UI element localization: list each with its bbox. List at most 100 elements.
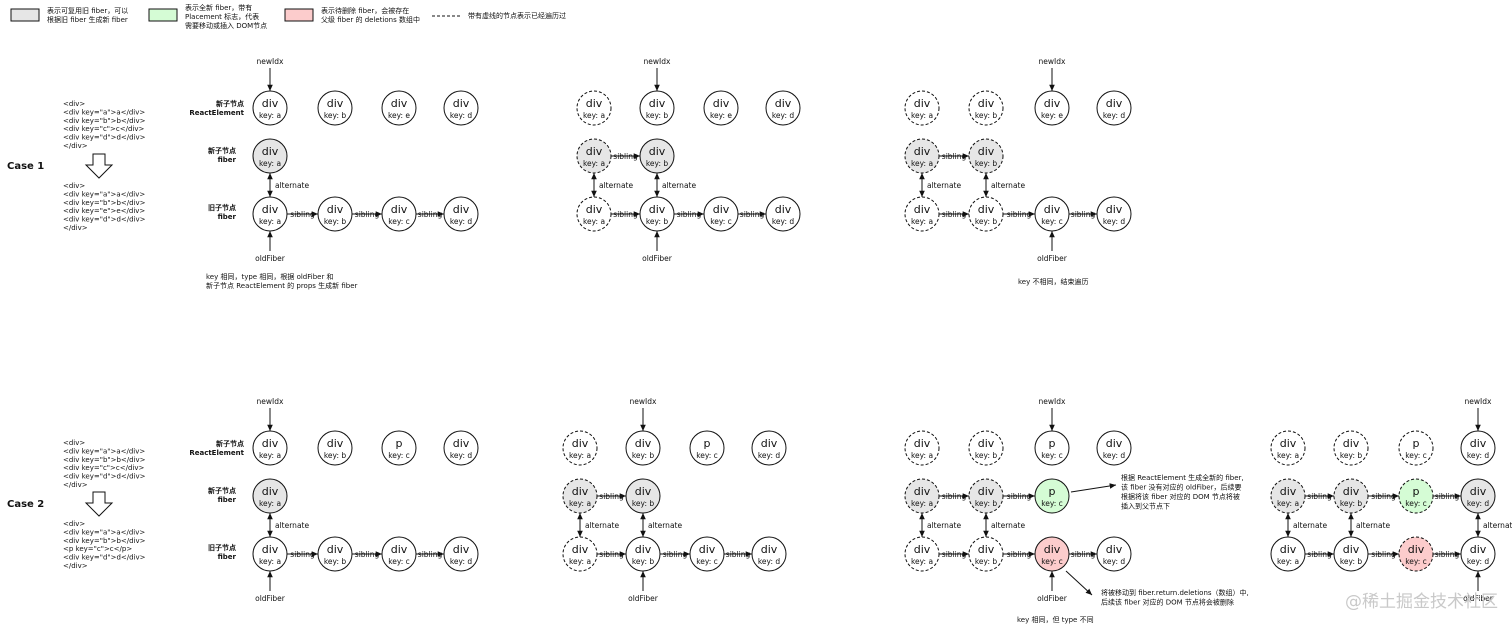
row-label-new-element: 新子节点 (216, 439, 244, 448)
row-label-new-fiber: fiber (218, 156, 237, 164)
node-type-label: div (1343, 437, 1360, 450)
node-type-label: div (914, 145, 931, 158)
node-type-label: div (572, 543, 589, 556)
node-type-label: div (1044, 543, 1061, 556)
node-key-label: key: a (583, 217, 605, 226)
sibling-label: sibling (1435, 550, 1460, 559)
node-type-label: div (1044, 203, 1061, 216)
sibling-label: sibling (1007, 492, 1032, 501)
node-key-label: key: e (388, 111, 410, 120)
old-fiber-label: oldFiber (642, 254, 673, 263)
fiber-node-p-c (1398, 430, 1434, 466)
node-key-label: key: d (772, 111, 794, 120)
case1-note: 新子节点 ReactElement 的 props 生成新 fiber (206, 281, 358, 290)
node-type-label: div (775, 97, 792, 110)
node-type-label: div (391, 97, 408, 110)
fiber-node-div-a (252, 90, 288, 126)
node-type-label: div (391, 203, 408, 216)
alternate-label: alternate (275, 181, 309, 190)
node-key-label: key: a (259, 499, 281, 508)
node-type-label: div (586, 203, 603, 216)
node-key-label: key: a (911, 111, 933, 120)
node-key-label: key: c (388, 557, 410, 566)
node-key-label: key: c (1405, 499, 1427, 508)
node-key-label: key: b (1340, 557, 1362, 566)
node-key-label: key: a (1277, 499, 1299, 508)
node-key-label: key: c (388, 451, 410, 460)
node-key-label: key: a (911, 159, 933, 168)
fiber-node-div-d (1096, 430, 1132, 466)
node-key-label: key: a (259, 217, 281, 226)
alternate-label: alternate (585, 521, 619, 530)
node-type-label: div (1343, 543, 1360, 556)
sibling-label: sibling (942, 550, 967, 559)
fiber-node-p-c (1034, 430, 1070, 466)
alternate-label: alternate (1483, 521, 1512, 530)
new-idx-label: newIdx (1039, 57, 1066, 66)
code-before: <div> (63, 100, 85, 108)
legend-dashed-text: 带有虚线的节点表示已经遍历过 (468, 11, 566, 20)
node-key-label: key: a (583, 159, 605, 168)
code-before: <div key="c">c</div> (63, 125, 144, 133)
node-type-label: div (572, 437, 589, 450)
node-type-label: div (914, 437, 931, 450)
alternate-label: alternate (927, 521, 961, 530)
row-label-new-fiber: fiber (218, 496, 237, 504)
case2-note: key 相同，但 type 不同 (1017, 615, 1094, 624)
sibling-label: sibling (1007, 550, 1032, 559)
node-key-label: key: a (911, 557, 933, 566)
sibling-label: sibling (418, 210, 443, 219)
code-before: <div key="d">d</div> (63, 134, 146, 142)
node-type-label: div (1470, 485, 1487, 498)
node-type-label: div (453, 203, 470, 216)
callout-new-fiber: 根据 ReactElement 生成全新的 fiber, (1121, 473, 1244, 482)
code-after: <div key="a">a</div> (63, 190, 145, 198)
code-before: <div key="b">b</div> (63, 117, 146, 125)
node-key-label: key: d (1103, 217, 1125, 226)
callout-arrow (1065, 570, 1093, 596)
callout-arrow (1070, 483, 1117, 493)
node-key-label: key: d (450, 451, 472, 460)
node-key-label: key: b (632, 557, 654, 566)
node-type-label: div (635, 437, 652, 450)
node-type-label: div (1470, 543, 1487, 556)
sibling-label: sibling (1307, 550, 1332, 559)
node-type-label: div (978, 543, 995, 556)
sibling-label: sibling (942, 492, 967, 501)
sibling-label: sibling (613, 152, 638, 161)
legend-reuse-swatch (10, 8, 40, 22)
node-type-label: div (586, 97, 603, 110)
fiber-node-div-d (1096, 90, 1132, 126)
node-key-label: key: d (450, 557, 472, 566)
node-key-label: key: d (758, 557, 780, 566)
new-idx-label: newIdx (1465, 397, 1492, 406)
code-after: <div> (63, 182, 85, 190)
node-type-label: div (1106, 203, 1123, 216)
node-type-label: div (1044, 97, 1061, 110)
node-type-label: p (1049, 437, 1056, 450)
sibling-label: sibling (290, 210, 315, 219)
node-type-label: p (1049, 485, 1056, 498)
fiber-node-div-d (443, 90, 479, 126)
legend-delete-swatch (284, 8, 314, 22)
node-type-label: div (1408, 543, 1425, 556)
node-key-label: key: b (975, 159, 997, 168)
node-key-label: key: a (911, 499, 933, 508)
node-type-label: p (1413, 437, 1420, 450)
node-type-label: div (635, 543, 652, 556)
fiber-node-div-b (639, 90, 675, 126)
sibling-label: sibling (1435, 492, 1460, 501)
old-fiber-label: oldFiber (1037, 594, 1068, 603)
legend-reuse-text: 根据旧 fiber 生成新 fiber (47, 15, 128, 24)
node-key-label: key: c (1041, 557, 1063, 566)
down-arrow-icon (84, 153, 114, 179)
node-key-label: key: c (1405, 451, 1427, 460)
node-type-label: div (978, 145, 995, 158)
node-type-label: div (327, 203, 344, 216)
legend-new-text: Placement 标志，代表 (185, 12, 259, 21)
code-after: </div> (63, 224, 88, 232)
node-type-label: div (914, 97, 931, 110)
fiber-node-div-d (765, 90, 801, 126)
node-type-label: div (649, 97, 666, 110)
